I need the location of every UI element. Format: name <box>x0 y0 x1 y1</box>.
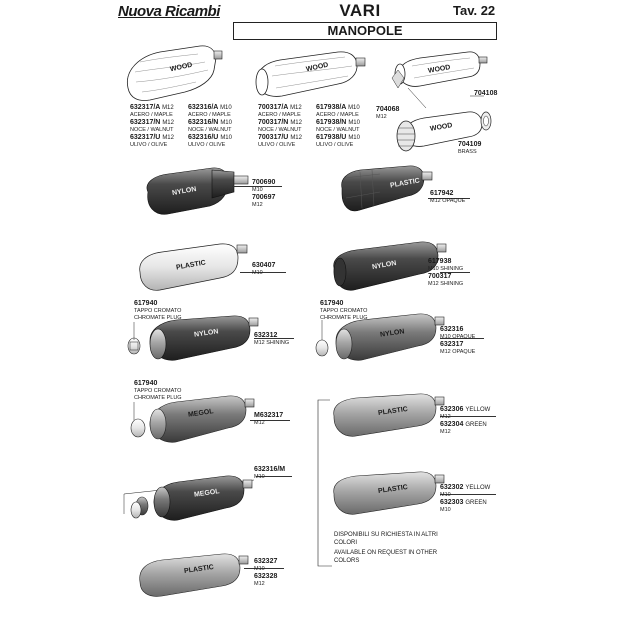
size-704068: M12 <box>376 114 387 120</box>
plastic-handle-617942 <box>341 165 433 212</box>
wood-handle-b <box>255 51 366 97</box>
codes-632327: 632327 M10 632328 M12 <box>254 558 278 587</box>
megol-handle-632316m <box>123 475 255 521</box>
plastic-handle-630407 <box>139 243 248 291</box>
wood-a-col2: 632316/A M10 ACERO / MAPLE 632316/N M10 … <box>188 104 232 148</box>
code-704108: 704108 <box>474 90 498 97</box>
codes-m632317: M632317 M12 <box>254 412 284 426</box>
color-variant-bracket <box>317 399 332 567</box>
codes-632312: 632312 M12 SHINING <box>254 332 290 346</box>
section-title: MANOPOLE <box>233 22 497 40</box>
code: 632317/A M12 <box>130 104 174 111</box>
codes-617938: 617938 M10 SHINING 700317 M12 SHINING <box>428 258 464 287</box>
codes-617942: 617942 M12 OPAQUE <box>430 190 466 204</box>
wood-handle-a <box>127 45 223 101</box>
wood-handle-brass <box>396 111 492 152</box>
megol-handle-m632317 <box>130 395 255 443</box>
brand-logo: Nuova Ricambi <box>118 3 220 20</box>
nylon-handle-632316 <box>315 313 445 361</box>
plug-label-left: 617940 TAPPO CROMATO CHROMATE PLUG <box>134 300 182 321</box>
page-title: VARI <box>339 1 381 20</box>
plastic-handle-632327 <box>139 553 249 597</box>
codes-632316: 632316 M10 OPAQUE 632317 M12 OPAQUE <box>440 326 476 355</box>
nylon-handle-700690 <box>146 167 249 215</box>
wood-a-col1: 632317/A M12 ACERO / MAPLE 632317/N M12 … <box>130 104 174 148</box>
code-704109: 704109 <box>458 141 482 148</box>
code-704068: 704068 <box>376 106 400 113</box>
wood-b-col2: 617938/A M10 ACERO / MAPLE 617938/N M10 … <box>316 104 360 148</box>
codes-632302: 632302 YELLOW M10 632303 GREEN M10 <box>440 484 491 513</box>
nylon-handle-632312 <box>127 315 259 361</box>
wood-handle-c <box>391 51 488 89</box>
codes-700690: 700690 M10 700697 M12 <box>252 179 276 208</box>
brass-label: BRASS <box>458 149 477 155</box>
codes-632306: 632306 YELLOW M12 632304 GREEN M12 <box>440 406 491 435</box>
plastic-handle-632306 <box>333 393 445 437</box>
codes-632316m: 632316/M M10 <box>254 466 286 480</box>
sheet-number: Tav. 22 <box>453 3 496 18</box>
code: 632317/U M12 <box>130 134 174 141</box>
wood-b-col1: 700317/A M12 ACERO / MAPLE 700317/N M12 … <box>258 104 302 148</box>
plug-label-lower: 617940 TAPPO CROMATO CHROMATE PLUG <box>134 380 182 401</box>
nylon-handle-617938 <box>333 241 447 291</box>
plug-label-right: 617940 TAPPO CROMATO CHROMATE PLUG <box>320 300 368 321</box>
plastic-handle-632302 <box>333 471 445 515</box>
codes-630407: 630407 M10 <box>252 262 276 276</box>
availability-note: DISPONIBILI SU RICHIESTA IN ALTRI COLORI… <box>334 532 438 564</box>
code: 632317/N M12 <box>130 119 174 126</box>
